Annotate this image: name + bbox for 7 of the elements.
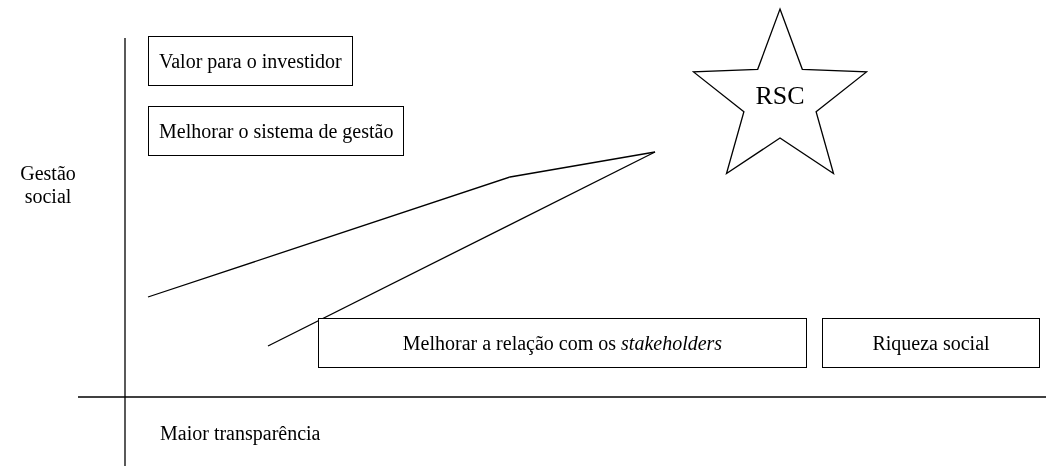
label-box: Melhorar a relação com os stakeholders	[318, 318, 807, 368]
axis-label: Maior transparência	[160, 422, 321, 445]
axis-label: Gestão social	[19, 162, 77, 208]
label-box: Valor para o investidor	[148, 36, 353, 86]
star-label: RSC	[754, 81, 806, 111]
label-box: Melhorar o sistema de gestão	[148, 106, 405, 156]
label-box: Riqueza social	[822, 318, 1040, 368]
